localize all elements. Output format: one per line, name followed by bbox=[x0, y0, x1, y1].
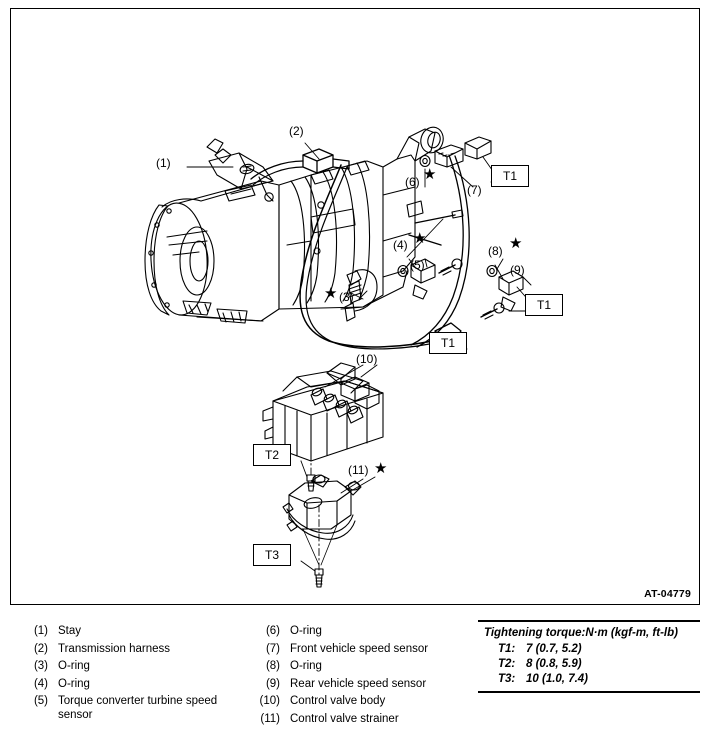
part-name: Torque converter turbine speed sensor bbox=[58, 695, 218, 721]
callout-4: (4) bbox=[393, 239, 408, 251]
callout-3-label: (3) bbox=[339, 290, 354, 304]
callout-8: (8) bbox=[488, 245, 503, 257]
sensor-harness-cable bbox=[410, 154, 470, 348]
rear-speed-sensor-group bbox=[480, 264, 532, 320]
torque-box-t1-top: T1 bbox=[491, 165, 529, 187]
part-name: O-ring bbox=[290, 625, 322, 637]
torque-value: 7 (0.7, 5.2) bbox=[526, 643, 582, 655]
control-valve-strainer bbox=[282, 474, 364, 540]
part-number: (6) bbox=[265, 625, 280, 637]
front-speed-sensor-group bbox=[419, 136, 498, 188]
torque-value: 10 (1.0, 7.4) bbox=[526, 673, 589, 685]
list-item: (2) Transmission harness bbox=[18, 642, 243, 656]
list-item: (6) O-ring bbox=[250, 624, 475, 638]
torque-row-t3: T3: 10 (1.0, 7.4) bbox=[478, 672, 700, 687]
tightening-torque-table: Tightening torque:N·m (kgf-m, ft-lb) T1:… bbox=[478, 620, 700, 693]
callout-9: (9) bbox=[510, 264, 525, 276]
part-number: (9) bbox=[265, 677, 280, 690]
lower-oring-grommet bbox=[344, 269, 378, 322]
callout-8-star-icon: ★ bbox=[509, 235, 523, 252]
part-number: (3) bbox=[33, 660, 48, 672]
list-item: (5) Torque converter turbine speed senso… bbox=[18, 694, 243, 722]
callout-3-star-icon: ★ bbox=[324, 285, 338, 302]
callout-8-label: (8) bbox=[488, 244, 503, 258]
extension-housing-group bbox=[340, 126, 464, 310]
list-item: (7) Front vehicle speed sensor bbox=[250, 642, 475, 656]
figure-code: AT-04779 bbox=[644, 588, 691, 600]
part-number: (10) bbox=[259, 695, 280, 707]
callout-9-label: (9) bbox=[510, 263, 525, 277]
part-name: O-ring bbox=[58, 677, 90, 690]
callout-leader-lines bbox=[186, 142, 504, 492]
torque-value: 8 (0.8, 5.9) bbox=[526, 658, 582, 670]
callout-1-label: (1) bbox=[156, 156, 171, 170]
callout-10-label: (10) bbox=[356, 352, 378, 366]
part-name: O-ring bbox=[290, 660, 322, 672]
list-item: (11) Control valve strainer bbox=[250, 712, 475, 726]
torque-row-t2: T2: 8 (0.8, 5.9) bbox=[478, 657, 700, 672]
torque-box-t1-bottom: T1 bbox=[429, 332, 467, 354]
transmission-exploded-illustration bbox=[144, 126, 536, 588]
turbine-speed-sensor-group bbox=[397, 218, 463, 300]
parts-legend: (1) Stay (2) Transmission harness (3) O-… bbox=[0, 612, 470, 736]
part-number: (8) bbox=[265, 660, 280, 672]
callout-11-star-icon: ★ bbox=[374, 460, 388, 477]
callout-2-label: (2) bbox=[289, 124, 304, 138]
callout-2: (2) bbox=[289, 125, 304, 137]
callout-10: (10) bbox=[356, 353, 377, 365]
torque-key: T3: bbox=[498, 673, 516, 685]
part-name: Front vehicle speed sensor bbox=[290, 642, 429, 655]
list-item: (10) Control valve body bbox=[250, 694, 475, 708]
list-item: (8) O-ring bbox=[250, 659, 475, 673]
torque-box-t1-right-label: T1 bbox=[536, 298, 551, 312]
part-number: (2) bbox=[33, 642, 48, 655]
part-name: Control valve body bbox=[290, 695, 386, 707]
callout-6: (6) bbox=[405, 176, 420, 188]
callout-6-label: (6) bbox=[405, 175, 420, 189]
callout-11-label: (11) bbox=[348, 463, 369, 477]
part-number: (11) bbox=[260, 712, 280, 725]
part-number: (4) bbox=[33, 677, 48, 690]
callout-5-label: (5) bbox=[410, 258, 425, 272]
transmission-harness bbox=[250, 148, 462, 350]
callout-11: (11) bbox=[348, 464, 368, 476]
callout-4-label: (4) bbox=[393, 238, 408, 252]
list-item: (9) Rear vehicle speed sensor bbox=[250, 677, 475, 691]
part-name: Rear vehicle speed sensor bbox=[290, 677, 427, 690]
callout-7: (7) bbox=[467, 184, 482, 196]
torque-box-t2-label: T2 bbox=[264, 448, 279, 462]
part-number: (1) bbox=[33, 625, 48, 637]
torque-box-t3: T3 bbox=[253, 544, 291, 566]
list-item: (3) O-ring bbox=[18, 659, 243, 673]
torque-box-t1-right: T1 bbox=[525, 294, 563, 316]
part-number: (5) bbox=[33, 695, 48, 707]
callout-1: (1) bbox=[156, 157, 171, 169]
torque-box-t2: T2 bbox=[253, 444, 291, 466]
torque-key: T2: bbox=[498, 658, 516, 670]
callout-3: (3) bbox=[339, 291, 354, 303]
callout-5: (5) bbox=[410, 259, 425, 271]
diagram-frame: (1) (2) (3) ★ (4) ★ (5) (6) ★ (7) (8) ★ … bbox=[10, 8, 700, 605]
torque-box-t3-label: T3 bbox=[264, 548, 279, 562]
bell-housing-group bbox=[144, 180, 280, 324]
callout-6-star-icon: ★ bbox=[423, 166, 437, 183]
parts-legend-right-column: (6) O-ring (7) Front vehicle speed senso… bbox=[250, 624, 475, 729]
callout-4-star-icon: ★ bbox=[413, 230, 427, 247]
torque-key: T1: bbox=[498, 643, 516, 655]
part-name: O-ring bbox=[58, 660, 90, 672]
part-number: (7) bbox=[265, 642, 280, 655]
parts-legend-left-column: (1) Stay (2) Transmission harness (3) O-… bbox=[18, 624, 243, 726]
list-item: (1) Stay bbox=[18, 624, 243, 638]
part-name: Transmission harness bbox=[58, 642, 171, 655]
stay-bracket bbox=[206, 138, 274, 202]
list-item: (4) O-ring bbox=[18, 677, 243, 691]
torque-table-title: Tightening torque:N·m (kgf-m, ft-lb) bbox=[484, 627, 678, 639]
callout-7-label: (7) bbox=[467, 183, 482, 197]
strainer-bolt-t3 bbox=[300, 504, 338, 588]
part-name: Control valve strainer bbox=[290, 712, 399, 725]
torque-box-t1-bottom-label: T1 bbox=[440, 336, 455, 350]
part-name: Stay bbox=[58, 625, 82, 637]
torque-box-t1-top-label: T1 bbox=[502, 169, 517, 183]
torque-row-t1: T1: 7 (0.7, 5.2) bbox=[478, 642, 700, 657]
